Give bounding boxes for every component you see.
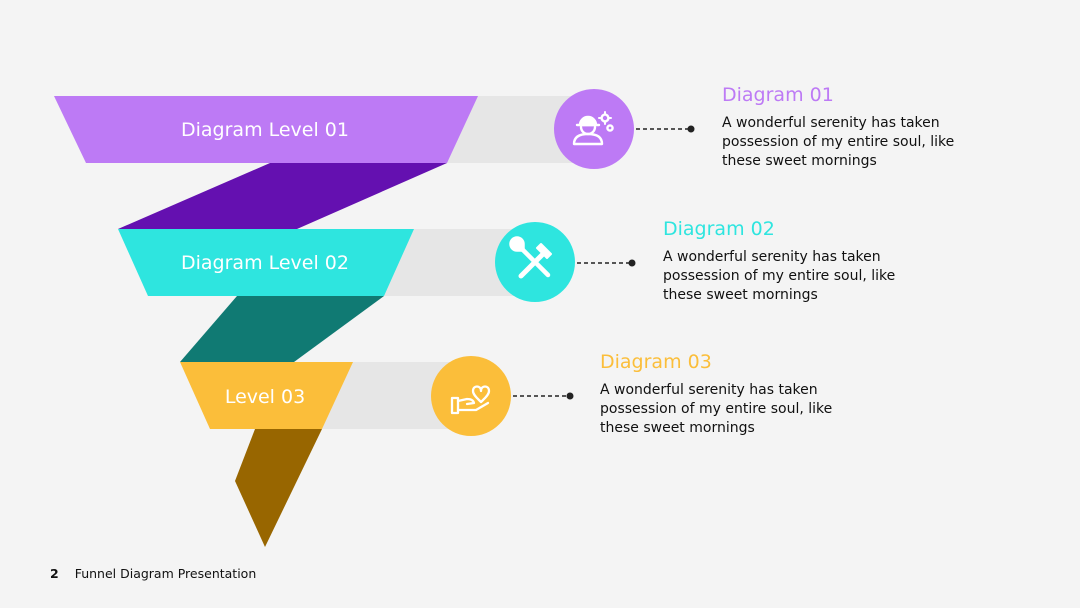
fold-2 [180,296,384,362]
level-2-connector-dot [628,259,636,267]
tools-icon [509,236,552,279]
worker-gears-icon [572,111,614,146]
level-2-segment[interactable] [118,229,414,296]
level-2-description: A wonderful serenity has taken possessio… [663,248,896,303]
level-3-label: Level 03 [225,386,305,408]
level-3-description: A wonderful serenity has taken possessio… [600,381,833,436]
footer-title: Funnel Diagram Presentation [74,566,257,581]
level-1-segment[interactable] [54,96,478,163]
level-1-title: Diagram 01 [722,84,834,106]
level-3-title: Diagram 03 [600,351,712,373]
level-1-label: Diagram Level 01 [181,119,349,141]
level-2-label: Diagram Level 02 [181,252,349,274]
level-1-text-block: Diagram 01 A wonderful serenity has take… [722,85,972,171]
fold-1 [118,163,447,229]
level-3-segment[interactable] [180,362,353,429]
level-1-connector-dot [687,125,695,133]
level-3-connector-dot [566,392,574,400]
level-1-description: A wonderful serenity has taken possessio… [722,114,955,169]
level-3-icon-circle[interactable] [431,356,511,436]
level-2-title: Diagram 02 [663,218,775,240]
level-2-text-block: Diagram 02 A wonderful serenity has take… [663,219,913,305]
slide-footer: 2 Funnel Diagram Presentation [50,566,256,581]
fold-3-tail [235,429,322,547]
hand-heart-icon [450,385,491,415]
page-number: 2 [50,566,59,581]
level-3-text-block: Diagram 03 A wonderful serenity has take… [600,352,850,438]
